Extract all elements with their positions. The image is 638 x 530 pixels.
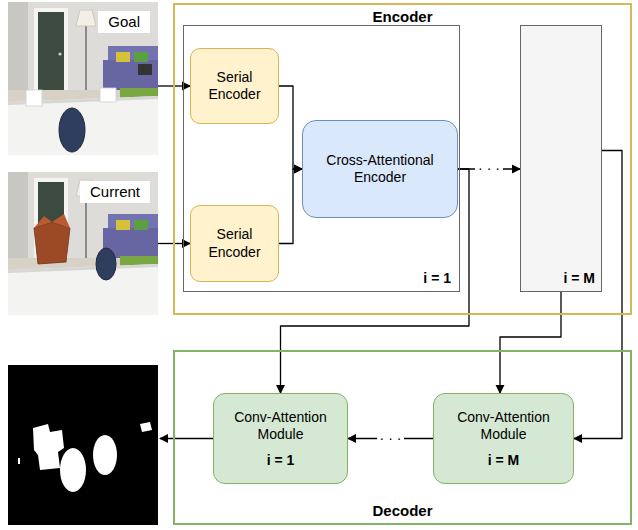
encoder-stage: i = M xyxy=(520,25,602,292)
input-image: Current xyxy=(8,172,158,315)
output-arrow xyxy=(160,438,213,439)
output-mask xyxy=(8,365,158,525)
serial-encoder-box: Serial Encoder xyxy=(190,205,279,282)
block-text: Conv-Attention Module xyxy=(438,409,569,444)
stage-label: i = 1 xyxy=(423,270,451,287)
connector xyxy=(279,169,302,244)
block-text: Cross-Attentional Encoder xyxy=(307,152,453,187)
image-label: Goal xyxy=(98,11,150,33)
goal-scene xyxy=(8,2,158,155)
edge-label: · · · xyxy=(475,161,503,176)
block-text: Serial Encoder xyxy=(195,69,274,104)
connector xyxy=(279,86,302,169)
encoder-group: Encoderi = 1Serial EncoderSerial Encoder… xyxy=(173,3,632,315)
current-scene xyxy=(8,172,158,315)
block-text: Conv-Attention Module xyxy=(218,409,343,444)
encoder-stage: i = 1Serial EncoderSerial EncoderCross-A… xyxy=(183,25,460,292)
conv-attention-box: Conv-Attention Module i = 1 xyxy=(213,393,348,484)
group-title: Decoder xyxy=(372,502,432,520)
cross-attention-box: Cross-Attentional Encoder xyxy=(302,120,458,218)
stage-label: i = M xyxy=(488,452,520,469)
edge-label: · · · xyxy=(377,431,405,446)
serial-encoder-box: Serial Encoder xyxy=(190,48,279,124)
image-label: Current xyxy=(80,181,150,203)
group-title: Encoder xyxy=(372,8,432,26)
input-image: Goal xyxy=(8,2,158,155)
stage-label: i = M xyxy=(563,270,595,287)
conv-attention-box: Conv-Attention Module i = M xyxy=(433,393,574,484)
stage-label: i = 1 xyxy=(267,452,295,469)
block-text: Serial Encoder xyxy=(195,226,274,261)
connector xyxy=(500,292,561,393)
